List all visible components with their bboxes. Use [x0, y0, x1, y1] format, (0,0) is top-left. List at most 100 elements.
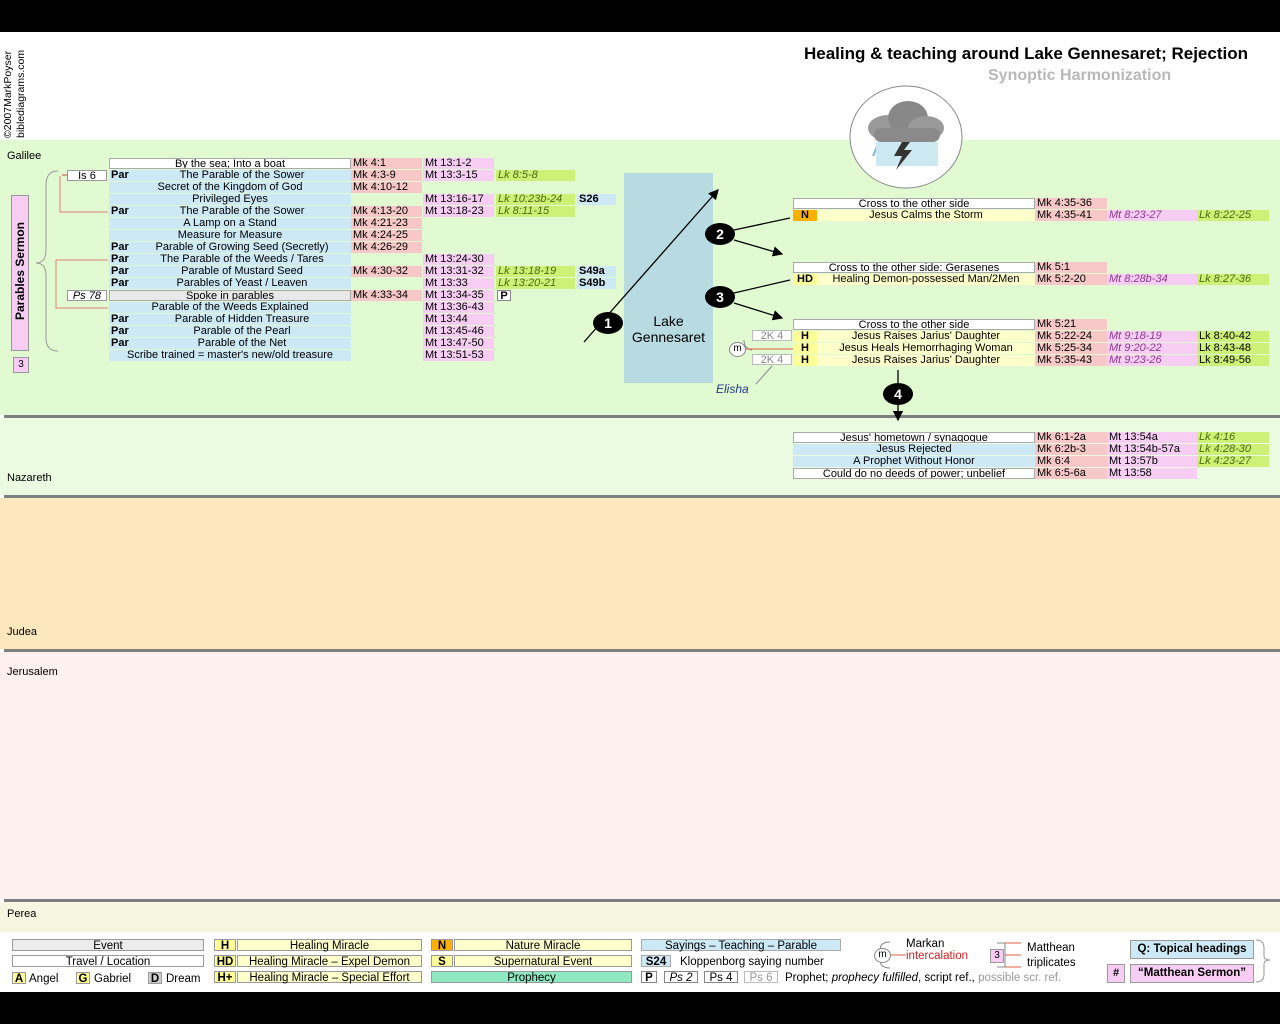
nazareth-row-matthew-ref: Mt 13:54a — [1107, 432, 1197, 443]
nazareth-row-mark-ref: Mk 6:5-6a — [1035, 468, 1107, 479]
legend-s: Supernatural Event — [454, 955, 632, 968]
parable-matthew-ref: Mt 13:44 — [423, 314, 494, 325]
legend-hp-key: H+ — [214, 971, 236, 984]
sermon-label-box: Parables Sermon — [11, 195, 29, 351]
sermon-brackets — [35, 170, 108, 352]
jairus-row-luke-ref: Lk 8:43-48 — [1197, 343, 1269, 354]
parable-title: By the sea; Into a boat — [109, 158, 351, 169]
lake-label: Lake Gennesaret — [624, 313, 713, 345]
nazareth-row-luke-ref: Lk 4:23-27 — [1197, 456, 1269, 467]
legend-matthean-brace — [997, 942, 1021, 968]
parable-luke-ref: Lk 13:18-19 — [496, 266, 575, 277]
nazareth-row-title: Jesus Rejected — [793, 444, 1035, 455]
legend-ps4: Ps 4 — [704, 971, 738, 984]
gerasenes-heal-tag: HD — [793, 274, 817, 285]
legend-topical-brace — [1255, 939, 1271, 983]
jairus-row-mark-ref: Mk 5:25-34 — [1035, 343, 1107, 354]
legend-gabriel-key: G — [76, 972, 90, 985]
legend-angel: Angel — [29, 973, 59, 985]
parable-mark-ref: Mk 4:10-12 — [351, 182, 422, 193]
lake-gennesaret — [624, 173, 713, 383]
legend-s-key: S — [431, 955, 453, 968]
region-label-galilee: Galilee — [7, 150, 42, 162]
parable-title: Parables of Yeast / Leaven — [133, 278, 351, 289]
jairus-row-luke-ref: Lk 8:40-42 — [1197, 331, 1269, 342]
sermon-number: 3 — [13, 357, 29, 373]
gerasenes-heal-matthew-ref: Mt 8:28b-34 — [1107, 274, 1197, 285]
parable-title: Parable of Hidden Treasure — [133, 314, 351, 325]
nazareth-row-title: Could do no deeds of power; unbelief — [793, 468, 1035, 479]
jairus-cross-title: Cross to the other side — [793, 319, 1035, 330]
elisha-label: Elisha — [716, 382, 749, 396]
parable-tag: Par — [109, 170, 133, 181]
legend-s24-key: S24 — [641, 955, 671, 968]
legend-h-key: H — [214, 939, 236, 952]
parable-matthew-ref: Mt 13:1-2 — [423, 158, 494, 169]
jairus-row-matthew-ref: Mt 9:23-26 — [1107, 355, 1197, 366]
jairus-row-mark-ref: Mk 5:35-43 — [1035, 355, 1107, 366]
ps78-ref: Ps 78 — [67, 290, 107, 301]
legend-matthean-1: Matthean — [1027, 942, 1075, 954]
gerasenes-heal-title: Healing Demon-possessed Man/2Men — [817, 274, 1035, 285]
legend-region — [0, 932, 1280, 992]
divider-2 — [4, 495, 1280, 498]
lake-label-2: Gennesaret — [631, 329, 706, 345]
divider-3 — [4, 649, 1280, 652]
jerusalem-region — [0, 652, 1280, 899]
page-subtitle: Synoptic Harmonization — [988, 67, 1172, 84]
parable-title: The Parable of the Weeds / Tares — [133, 254, 351, 265]
marker-2: 2 — [705, 223, 735, 245]
parable-title: Spoke in parables — [109, 290, 351, 301]
storm-calm-mark-ref: Mk 4:35-41 — [1035, 210, 1107, 221]
legend-markan-m: m — [874, 948, 891, 963]
legend-gabriel: Gabriel — [94, 973, 132, 985]
storm-calm-matthew-ref: Mt 8:23-27 — [1107, 210, 1197, 221]
legend-angel-key: A — [12, 972, 26, 985]
legend-s24: Kloppenborg saying number — [680, 956, 824, 968]
parable-title: Parable of the Net — [133, 338, 351, 349]
divider-1 — [4, 415, 1280, 418]
parable-tag: Par — [109, 266, 133, 277]
parable-title: Privileged Eyes — [109, 194, 351, 205]
parable-luke-ref: Lk 13:20-21 — [496, 278, 575, 289]
gerasenes-cross-title: Cross to the other side: Gerasenes — [793, 262, 1035, 273]
marker-1: 1 — [593, 312, 623, 334]
storm-calm-title: Jesus Calms the Storm — [817, 210, 1035, 221]
storm-calm-tag: N — [793, 210, 817, 221]
jairus-row-title: Jesus Raises Jarius' Daughter — [817, 355, 1035, 366]
parable-mark-ref: Mk 4:24-25 — [351, 230, 422, 241]
jairus-row-matthew-ref: Mt 9:18-19 — [1107, 331, 1197, 342]
legend-hd: Healing Miracle – Expel Demon — [237, 955, 422, 968]
top-black-bar — [0, 0, 1280, 32]
region-label-jerusalem: Jerusalem — [7, 666, 58, 678]
nazareth-row-luke-ref: Lk 4:16 — [1197, 432, 1269, 443]
legend-pdesc-1: Prophet; — [785, 972, 829, 984]
parable-title: Parable of Growing Seed (Secretly) — [133, 242, 351, 253]
storm-cross-mark-ref: Mk 4:35-36 — [1035, 198, 1107, 209]
legend-n: Nature Miracle — [454, 939, 632, 952]
legend-pdesc-2: prophecy fulfilled — [831, 972, 918, 984]
legend-hash: # — [1107, 964, 1125, 983]
legend-pdesc-4: possible scr. ref. — [978, 972, 1062, 984]
lake-label-1: Lake — [653, 313, 684, 329]
parable-mark-ref: Mk 4:13-20 — [351, 206, 422, 217]
legend-matthean-num: 3 — [990, 949, 1004, 963]
parable-title: The Parable of the Sower — [133, 206, 351, 217]
parable-title: Parable of Mustard Seed — [133, 266, 351, 277]
parable-tag: Par — [109, 314, 133, 325]
parable-mark-ref: Mk 4:26-29 — [351, 242, 422, 253]
jairus-row-tag: H — [793, 343, 817, 354]
region-label-nazareth: Nazareth — [7, 472, 52, 484]
nazareth-row-mark-ref: Mk 6:4 — [1035, 456, 1107, 467]
divider-4 — [4, 899, 1280, 902]
gerasenes-heal-mark-ref: Mk 5:2-20 — [1035, 274, 1107, 285]
gerasenes-cross-mark-ref: Mk 5:1 — [1035, 262, 1107, 273]
parable-saying-number: S26 — [577, 194, 616, 205]
legend-sayings: Sayings – Teaching – Parable — [641, 939, 841, 952]
parable-matthew-ref: Mt 13:34-35 — [423, 290, 494, 301]
jairus-row-matthew-ref: Mt 9:20-22 — [1107, 343, 1197, 354]
parable-matthew-ref: Mt 13:31-32 — [423, 266, 494, 277]
legend-dream: Dream — [166, 973, 201, 985]
nazareth-row-title: Jesus' hometown / synagogue — [793, 432, 1035, 443]
